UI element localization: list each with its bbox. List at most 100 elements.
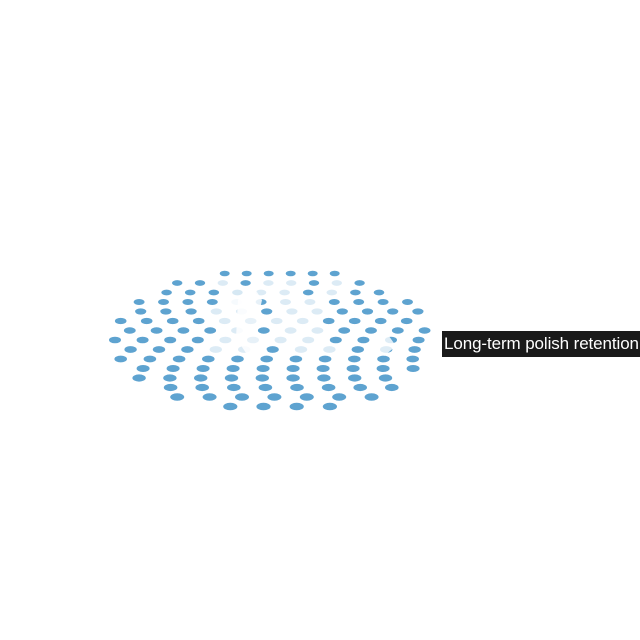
hand-silhouette-icon xyxy=(226,282,396,356)
halftone-dot xyxy=(361,308,374,315)
halftone-dot xyxy=(302,289,314,296)
halftone-dot xyxy=(351,346,364,353)
halftone-dot xyxy=(109,336,121,344)
halftone-dot xyxy=(177,327,190,334)
halftone-dot xyxy=(328,299,340,305)
halftone-dot xyxy=(280,299,291,305)
halftone-dot xyxy=(307,270,318,277)
halftone-dot xyxy=(322,402,337,411)
halftone-dot xyxy=(286,308,298,315)
halftone-dot xyxy=(338,327,351,334)
halftone-dot xyxy=(258,383,273,392)
halftone-dot xyxy=(304,299,316,305)
halftone-dot xyxy=(163,374,177,382)
halftone-dot xyxy=(377,355,390,363)
halftone-dot xyxy=(202,393,217,401)
halftone-dot xyxy=(255,289,267,296)
halftone-dot xyxy=(136,365,150,372)
halftone-dot xyxy=(161,289,172,296)
halftone-dot xyxy=(185,308,197,315)
halftone-dot xyxy=(348,374,362,382)
halftone-dot xyxy=(152,346,166,353)
halftone-dot xyxy=(194,280,206,286)
halftone-dot xyxy=(296,317,309,325)
halftone-dot xyxy=(143,355,157,363)
halftone-dot xyxy=(308,280,320,286)
halftone-dot xyxy=(373,289,385,296)
halftone-dot xyxy=(260,355,274,363)
halftone-dot xyxy=(226,365,240,372)
halftone-dot xyxy=(412,308,424,315)
halftone-dot xyxy=(316,365,330,372)
halftone-dot xyxy=(219,336,232,344)
halftone-dot xyxy=(406,365,420,372)
halftone-dot xyxy=(163,383,178,392)
halftone-dot xyxy=(385,383,399,392)
halftone-dot xyxy=(133,299,145,305)
halftone-dot xyxy=(294,346,308,353)
halftone-dot xyxy=(318,355,332,363)
halftone-dot xyxy=(350,289,361,296)
halftone-dot xyxy=(261,308,273,315)
halftone-dot xyxy=(160,308,172,315)
halftone-dot xyxy=(348,355,361,363)
halftone-dot xyxy=(378,374,393,382)
halftone-dot xyxy=(387,308,399,315)
halftone-dot xyxy=(357,336,370,344)
halftone-dot xyxy=(224,374,239,382)
halftone-dot xyxy=(286,374,300,382)
halftone-dot xyxy=(346,365,360,372)
halftone-dot xyxy=(364,393,379,401)
halftone-dot xyxy=(206,299,218,305)
halftone-dot xyxy=(329,270,340,277)
halftone-dot xyxy=(114,355,127,363)
halftone-dot xyxy=(172,355,186,363)
halftone-dot xyxy=(289,355,303,363)
halftone-dot xyxy=(391,327,404,334)
halftone-dot xyxy=(218,317,231,325)
halftone-dot xyxy=(150,327,163,334)
halftone-dot xyxy=(286,280,297,286)
halftone-dot xyxy=(266,346,279,353)
halftone-dot xyxy=(210,308,222,315)
halftone-dot xyxy=(323,346,336,353)
halftone-dot xyxy=(321,383,336,392)
halftone-dot xyxy=(353,383,368,392)
halftone-dot xyxy=(135,308,147,315)
halftone-dot xyxy=(172,280,183,286)
halftone-dot xyxy=(302,336,315,344)
halftone-dot xyxy=(311,327,324,334)
halftone-dot xyxy=(299,393,314,401)
halftone-dot xyxy=(376,365,390,372)
halftone-dot xyxy=(377,299,389,305)
halftone-dot xyxy=(311,308,323,315)
halftone-dot xyxy=(191,336,204,344)
halftone-dot xyxy=(257,327,270,334)
halftone-dot xyxy=(329,336,342,344)
halftone-dot xyxy=(196,365,210,372)
halftone-dot xyxy=(267,393,282,401)
halftone-dot xyxy=(181,346,194,353)
halftone-dot xyxy=(289,402,304,411)
halftone-dot xyxy=(317,374,331,382)
halftone-dot xyxy=(240,280,251,286)
halftone-dot xyxy=(231,355,244,363)
halftone-dot xyxy=(418,327,431,334)
halftone-dot xyxy=(202,355,215,363)
halftone-dot xyxy=(336,308,348,315)
halftone-dot xyxy=(263,270,274,277)
halftone-dot xyxy=(136,336,149,344)
halftone-dot xyxy=(263,280,274,286)
halftone-dot xyxy=(374,317,387,325)
halftone-dot xyxy=(158,299,169,305)
halftone-dot xyxy=(114,317,127,325)
halftone-dot xyxy=(132,374,146,382)
halftone-dot xyxy=(208,289,220,296)
halftone-dot xyxy=(219,270,230,277)
halftone-dot xyxy=(348,317,361,325)
halftone-dot xyxy=(408,346,421,353)
halftone-dot xyxy=(332,393,347,401)
halftone-dot xyxy=(274,336,287,344)
halftone-dot xyxy=(184,289,196,296)
